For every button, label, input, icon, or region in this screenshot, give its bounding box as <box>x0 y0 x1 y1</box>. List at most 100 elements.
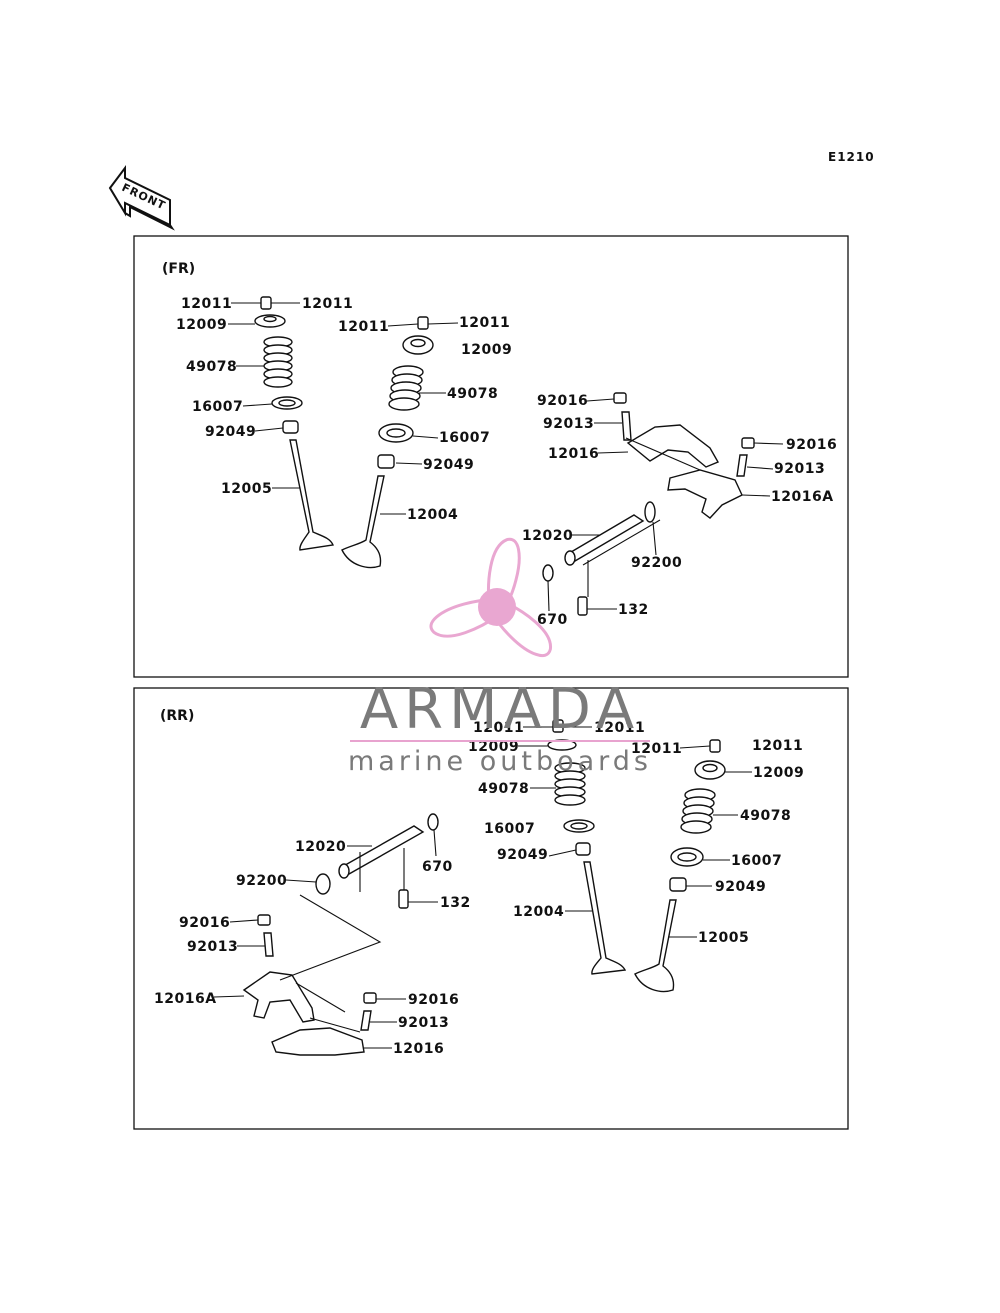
rr-part-label: 12009 <box>468 739 519 755</box>
fr-parts <box>254 296 755 616</box>
diagram-code: E1210 <box>828 150 875 164</box>
watermark-brand: ARMADA <box>360 677 640 742</box>
rocker-arm-part <box>242 971 315 1023</box>
washer-part <box>315 873 331 895</box>
stem-seal-part <box>575 842 591 856</box>
rr-part-label: 12016A <box>154 991 217 1007</box>
fr-part-label: 12004 <box>407 507 458 523</box>
fr-section-box <box>133 235 849 678</box>
fr-part-label: 92016 <box>786 437 837 453</box>
nut-part <box>741 437 755 449</box>
fr-part-label: 12011 <box>302 296 353 312</box>
nut-part <box>257 914 271 926</box>
spring-part <box>554 762 586 806</box>
fr-section-title: (FR) <box>162 261 195 277</box>
fr-part-label: 92049 <box>205 424 256 440</box>
rr-part-label: 670 <box>422 859 453 875</box>
fr-part-label: 12011 <box>459 315 510 331</box>
rocker-arm-part <box>667 469 743 519</box>
stem-seal-part <box>669 877 687 892</box>
fr-part-label: 92200 <box>631 555 682 571</box>
stem-seal-part <box>377 454 395 469</box>
rr-part-label: 12011 <box>473 720 524 736</box>
fr-part-label: 132 <box>618 602 649 618</box>
rr-section-title: (RR) <box>160 708 194 724</box>
rr-leader-lines <box>213 726 752 1049</box>
fr-part-label: 49078 <box>186 359 237 375</box>
stem-seal-part <box>282 420 299 434</box>
rocker-arm-part <box>626 424 720 468</box>
front-arrow-icon: FRONT <box>108 165 175 231</box>
adjust-screw-part <box>736 454 748 477</box>
adjust-screw-part <box>621 411 632 441</box>
fr-part-label: 92013 <box>543 416 594 432</box>
nut-part <box>613 392 627 404</box>
fr-part-label: 12011 <box>338 319 389 335</box>
fr-part-label: 12009 <box>461 342 512 358</box>
rr-part-label: 49078 <box>740 808 791 824</box>
fr-part-label: 92016 <box>537 393 588 409</box>
rr-part-label: 92013 <box>187 939 238 955</box>
valve-part <box>289 439 335 551</box>
o-ring-part <box>542 564 554 582</box>
nut-part <box>363 992 377 1004</box>
rr-part-label: 16007 <box>484 821 535 837</box>
rr-part-label: 12011 <box>631 741 682 757</box>
rr-part-label: 12011 <box>752 738 803 754</box>
rr-part-label: 92016 <box>179 915 230 931</box>
rr-part-label: 12020 <box>295 839 346 855</box>
propeller-hub-icon <box>478 588 516 626</box>
rr-parts <box>242 719 726 1056</box>
fr-part-label: 16007 <box>439 430 490 446</box>
bolt-part <box>398 889 409 909</box>
rr-part-label: 132 <box>440 895 471 911</box>
washer-part <box>644 501 656 523</box>
fr-part-label: 12016 <box>548 446 599 462</box>
rr-part-label: 16007 <box>731 853 782 869</box>
spring-part <box>388 365 424 411</box>
rr-part-label: 12016 <box>393 1041 444 1057</box>
cotter-part <box>417 316 429 330</box>
spring-part <box>680 788 716 834</box>
valve-part <box>583 861 627 975</box>
fr-part-label: 49078 <box>447 386 498 402</box>
fr-part-label: 670 <box>537 612 568 628</box>
cotter-part <box>709 739 721 753</box>
rr-part-label: 12004 <box>513 904 564 920</box>
rocker-arm-part <box>271 1027 365 1056</box>
fr-part-label: 12005 <box>221 481 272 497</box>
valve-part <box>341 475 385 569</box>
rr-part-label: 92200 <box>236 873 287 889</box>
fr-part-label: 12020 <box>522 528 573 544</box>
fr-part-label: 12009 <box>176 317 227 333</box>
rr-part-label: 12009 <box>753 765 804 781</box>
rr-part-label: 92016 <box>408 992 459 1008</box>
armada-watermark: ARMADA marine outboards <box>348 537 652 777</box>
fr-part-label: 16007 <box>192 399 243 415</box>
rr-part-label: 12011 <box>594 720 645 736</box>
cotter-part <box>552 719 564 733</box>
rr-part-labels: 12011 12011 12009 49078 16007 92049 12004 12011… <box>154 720 804 1057</box>
adjust-screw-part <box>360 1010 372 1031</box>
valve-part <box>634 899 677 993</box>
watermark-tagline: marine outboards <box>348 746 652 777</box>
rr-part-label: 12005 <box>698 930 749 946</box>
cotter-part <box>260 296 272 310</box>
fr-part-label: 12016A <box>771 489 834 505</box>
fr-part-labels: 12011 12011 12009 49078 16007 92049 12005 12011… <box>176 296 837 628</box>
rocker-shaft-part <box>338 825 425 875</box>
fr-part-label: 12011 <box>181 296 232 312</box>
rr-part-label: 92013 <box>398 1015 449 1031</box>
bolt-part <box>577 596 588 616</box>
o-ring-part <box>427 813 439 831</box>
rr-part-label: 92049 <box>715 879 766 895</box>
fr-leader-lines <box>228 302 784 612</box>
spring-part <box>263 336 293 388</box>
rr-part-label: 92049 <box>497 847 548 863</box>
fr-part-label: 92013 <box>774 461 825 477</box>
adjust-screw-part <box>263 932 274 957</box>
propeller-logo-icon <box>429 537 552 658</box>
rr-section-box <box>133 687 849 1130</box>
